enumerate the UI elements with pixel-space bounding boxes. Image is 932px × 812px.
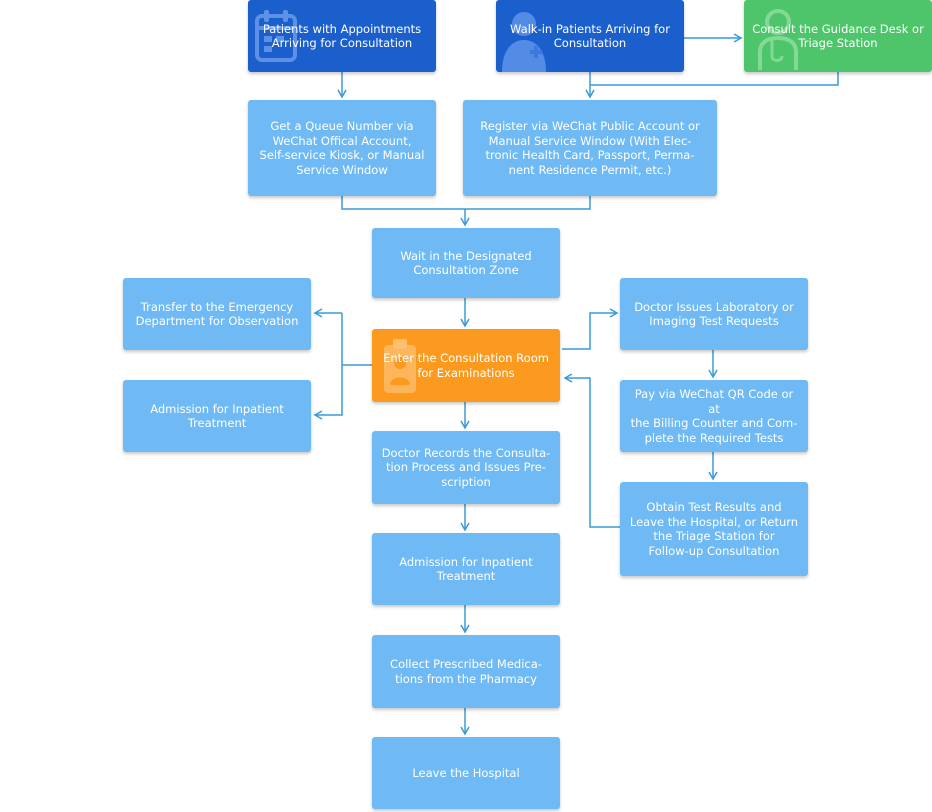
node-label: Patients with Appointments Arriving for … <box>262 21 422 51</box>
node-label: Pay via WeChat QR Code or at the Billing… <box>630 387 798 445</box>
node-inpatient-center: Admission for Inpatient Treatment <box>372 533 560 605</box>
node-label: Walk-in Patients Arriving for Consultati… <box>510 21 670 51</box>
node-label: Consult the Guidance Desk or Triage Stat… <box>752 21 924 51</box>
node-walkin-patients: Walk-in Patients Arriving for Consultati… <box>496 0 684 72</box>
node-label: Admission for Inpatient Treatment <box>399 554 533 584</box>
node-doctor-records: Doctor Records the Consulta- tion Proces… <box>372 431 560 504</box>
node-label: Leave the Hospital <box>412 765 520 780</box>
node-wait-zone: Wait in the Designated Consultation Zone <box>372 228 560 298</box>
node-lab-requests: Doctor Issues Laboratory or Imaging Test… <box>620 278 808 350</box>
node-pharmacy: Collect Prescribed Medica- tions from th… <box>372 635 560 708</box>
connector-guidance-merge <box>590 72 839 86</box>
node-appointment-patients: Patients with Appointments Arriving for … <box>248 0 436 72</box>
node-leave-hospital: Leave the Hospital <box>372 737 560 809</box>
node-label: Collect Prescribed Medica- tions from th… <box>390 657 542 686</box>
node-label: Doctor Issues Laboratory or Imaging Test… <box>634 299 794 329</box>
connector-consultation-to-lab <box>562 308 619 350</box>
node-test-results: Obtain Test Results and Leave the Hospit… <box>620 482 808 576</box>
clipboard-icon <box>384 339 416 393</box>
node-queue-number: Get a Queue Number via WeChat Offical Ac… <box>248 100 436 196</box>
node-label: Admission for Inpatient Treatment <box>150 401 284 431</box>
node-register: Register via WeChat Public Account or Ma… <box>463 100 717 196</box>
person-icon <box>502 12 546 72</box>
doctor-icon <box>758 9 798 70</box>
node-label: Get a Queue Number via WeChat Offical Ac… <box>259 119 425 177</box>
node-consultation-room: Enter the Consultation Room for Examinat… <box>372 329 560 402</box>
node-label: Wait in the Designated Consultation Zone <box>400 248 532 278</box>
node-payment: Pay via WeChat QR Code or at the Billing… <box>620 380 808 452</box>
connector-to-inpatient-left <box>313 365 343 420</box>
calendar-icon <box>255 10 297 62</box>
node-inpatient-left: Admission for Inpatient Treatment <box>123 380 311 452</box>
connector-queue-merge <box>341 196 591 210</box>
node-guidance-desk: Consult the Guidance Desk or Triage Stat… <box>744 0 932 72</box>
connector-consultation-to-left-branch <box>341 313 372 366</box>
node-label: Enter the Consultation Room for Examinat… <box>383 351 549 380</box>
node-label: Transfer to the Emergency Department for… <box>135 299 299 329</box>
node-label: Doctor Records the Consulta- tion Proces… <box>381 445 551 489</box>
node-label: Obtain Test Results and Leave the Hospit… <box>629 500 799 558</box>
connector-results-return <box>563 373 620 528</box>
node-label: Register via WeChat Public Account or Ma… <box>480 119 700 177</box>
node-emergency-transfer: Transfer to the Emergency Department for… <box>123 278 311 350</box>
